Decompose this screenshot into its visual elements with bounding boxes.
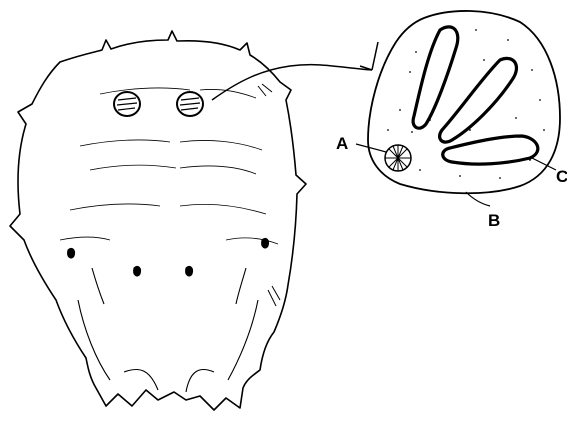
label-c: C [556, 167, 567, 186]
body-ridge-marks [258, 84, 280, 306]
connector-arrow [212, 42, 378, 100]
body-lower-folds [78, 268, 258, 392]
body-pits [68, 238, 269, 276]
radial-rhabdom [385, 145, 411, 171]
label-b: B [488, 211, 500, 230]
label-a: A [336, 134, 348, 153]
body-texture [60, 88, 278, 244]
left-eye [114, 92, 140, 116]
right-eye [177, 92, 203, 116]
